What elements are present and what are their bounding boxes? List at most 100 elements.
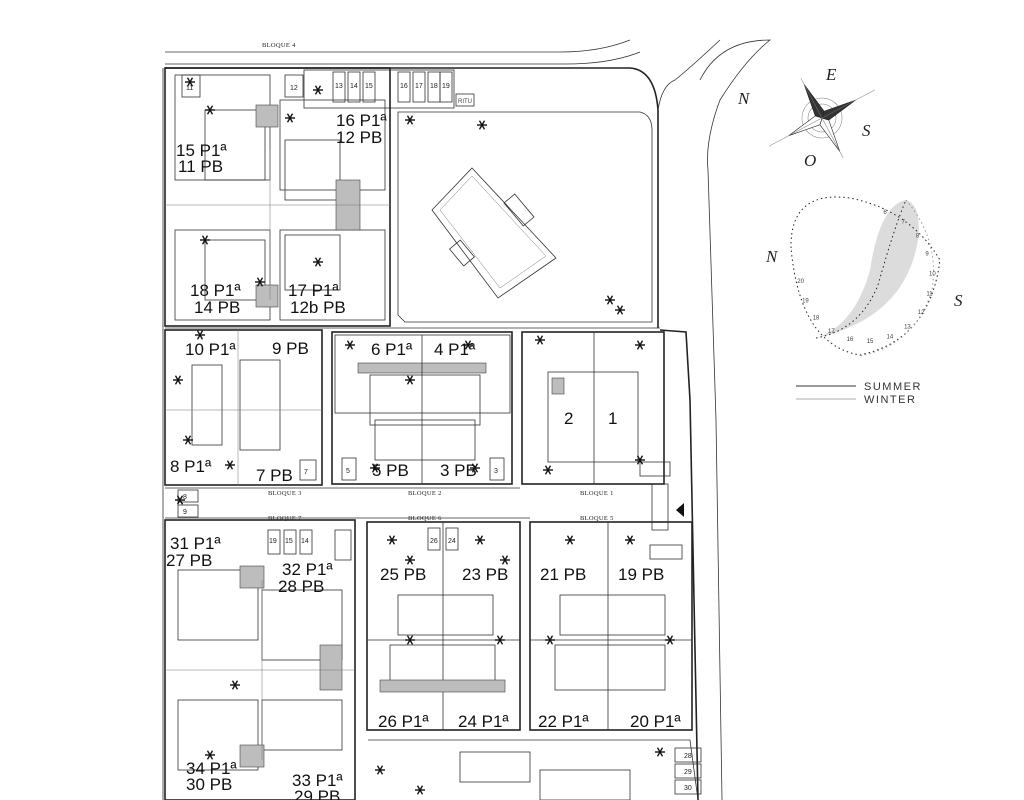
bloque-3: 7 8 9 bbox=[164, 329, 323, 518]
unit-label: 3 PB bbox=[440, 461, 477, 480]
parking-number: 19 bbox=[269, 538, 277, 545]
sun-hour-label: 6 bbox=[883, 210, 887, 216]
parking-number: 30 bbox=[684, 785, 692, 792]
parking-number: 28 bbox=[684, 753, 692, 760]
unit-label: 11 PB bbox=[178, 157, 223, 176]
tree-icon bbox=[477, 120, 487, 130]
tree-icon bbox=[185, 77, 195, 87]
bloque-7: 19 15 14 bbox=[164, 519, 356, 800]
tree-icon bbox=[195, 330, 205, 340]
unit-label: 22 P1ª bbox=[538, 712, 589, 731]
unit-label: 2 bbox=[564, 409, 573, 428]
sun-hour-label: 15 bbox=[867, 339, 874, 345]
bloque-4: 12 11 bbox=[164, 67, 391, 327]
sun-south-label: S bbox=[954, 291, 963, 310]
unit-label: 12b PB bbox=[290, 298, 346, 317]
unit-label: 25 PB bbox=[380, 565, 426, 584]
sun-hour-label: 9 bbox=[925, 251, 929, 257]
tree-icon bbox=[495, 635, 505, 645]
tree-icon bbox=[500, 555, 510, 565]
entrance-arrow-icon bbox=[676, 503, 684, 517]
unit-label: 31 P1ª bbox=[170, 534, 221, 553]
tree-icon bbox=[405, 635, 415, 645]
tree-icon bbox=[225, 460, 235, 470]
unit-label: 15 P1ª bbox=[176, 141, 227, 160]
block-label: BLOQUE 2 bbox=[408, 490, 442, 497]
sun-hour-label: 11 bbox=[926, 291, 933, 297]
compass-east: E bbox=[825, 65, 837, 84]
unit-label: 32 P1ª bbox=[282, 560, 333, 579]
parking-number: 14 bbox=[350, 83, 358, 90]
tree-icon bbox=[255, 277, 265, 287]
bottom-area: 28 29 30 bbox=[368, 739, 702, 800]
unit-label: 5 PB bbox=[372, 461, 409, 480]
compass-north: N bbox=[737, 89, 751, 108]
unit-label: 7 PB bbox=[256, 466, 293, 485]
unit-label: 29 PB bbox=[294, 787, 340, 800]
sun-hour-label: 13 bbox=[904, 325, 911, 331]
tree-icon bbox=[387, 535, 397, 545]
parking-number: 26 bbox=[430, 538, 438, 545]
parking-number: 12 bbox=[290, 85, 298, 92]
parking-number: 7 bbox=[304, 469, 308, 476]
tree-icon bbox=[285, 113, 295, 123]
tree-icon bbox=[543, 465, 553, 475]
parking-number: 13 bbox=[335, 83, 343, 90]
unit-label: 18 P1ª bbox=[190, 281, 241, 300]
tree-icon bbox=[615, 305, 625, 315]
parking-number: 17 bbox=[415, 83, 423, 90]
bloque-2: 5 3 bbox=[331, 331, 513, 485]
legend-summer: SUMMER bbox=[864, 381, 922, 393]
tree-icon bbox=[655, 747, 665, 757]
block-label: BLOQUE 4 bbox=[262, 42, 296, 49]
parking-number: 5 bbox=[346, 468, 350, 475]
parking-number: 8 bbox=[183, 494, 187, 501]
tree-icon bbox=[183, 435, 193, 445]
unit-label: 33 P1ª bbox=[292, 771, 343, 790]
unit-label: 23 PB bbox=[462, 565, 508, 584]
tree-icon bbox=[230, 680, 240, 690]
block-label: BLOQUE 5 bbox=[580, 515, 614, 522]
block-label: BLOQUE 7 bbox=[268, 515, 302, 522]
parking-number: 3 bbox=[494, 468, 498, 475]
legend: SUMMER WINTER bbox=[796, 381, 922, 406]
unit-label: 34 P1ª bbox=[186, 759, 237, 778]
tree-icon bbox=[565, 535, 575, 545]
sun-hour-label: 10 bbox=[929, 271, 936, 277]
unit-label: 20 P1ª bbox=[630, 712, 681, 731]
parking-number: 15 bbox=[365, 83, 373, 90]
sun-north-label: N bbox=[765, 247, 779, 266]
tree-icon bbox=[605, 295, 615, 305]
tree-icon bbox=[463, 340, 473, 350]
unit-label: 8 P1ª bbox=[170, 457, 212, 476]
sun-path-diagram bbox=[790, 196, 941, 357]
bloque-1 bbox=[521, 331, 671, 485]
parking-number: 16 bbox=[400, 83, 408, 90]
parking-number: 19 bbox=[442, 83, 450, 90]
tree-icon bbox=[545, 635, 555, 645]
unit-label: 6 P1ª bbox=[371, 340, 413, 359]
unit-label: 21 PB bbox=[540, 565, 586, 584]
unit-label: 1 bbox=[608, 409, 617, 428]
tree-icon bbox=[370, 463, 380, 473]
parking-row-top: 13 14 15 16 17 18 19 RITU bbox=[303, 69, 475, 109]
tree-icon bbox=[405, 555, 415, 565]
block-label: BLOQUE 6 bbox=[408, 515, 442, 522]
bloque-5 bbox=[529, 521, 693, 731]
parking-number: 29 bbox=[684, 769, 692, 776]
unit-labels: 15 P1ª 11 PB 16 P1ª 12 PB 18 P1ª 14 PB 1… bbox=[166, 111, 681, 800]
block-label: BLOQUE 3 bbox=[268, 490, 302, 497]
tree-icon bbox=[205, 750, 215, 760]
compass-rose bbox=[768, 78, 876, 158]
tree-icon bbox=[200, 235, 210, 245]
parking-number: 11 bbox=[186, 85, 193, 92]
block-label: BLOQUE 1 bbox=[580, 490, 614, 497]
parking-number: 14 bbox=[301, 538, 309, 545]
tree-icon bbox=[475, 535, 485, 545]
unit-label: 16 P1ª bbox=[336, 111, 387, 130]
tree-icon bbox=[345, 340, 355, 350]
tree-icon bbox=[375, 765, 385, 775]
legend-winter: WINTER bbox=[864, 394, 916, 406]
